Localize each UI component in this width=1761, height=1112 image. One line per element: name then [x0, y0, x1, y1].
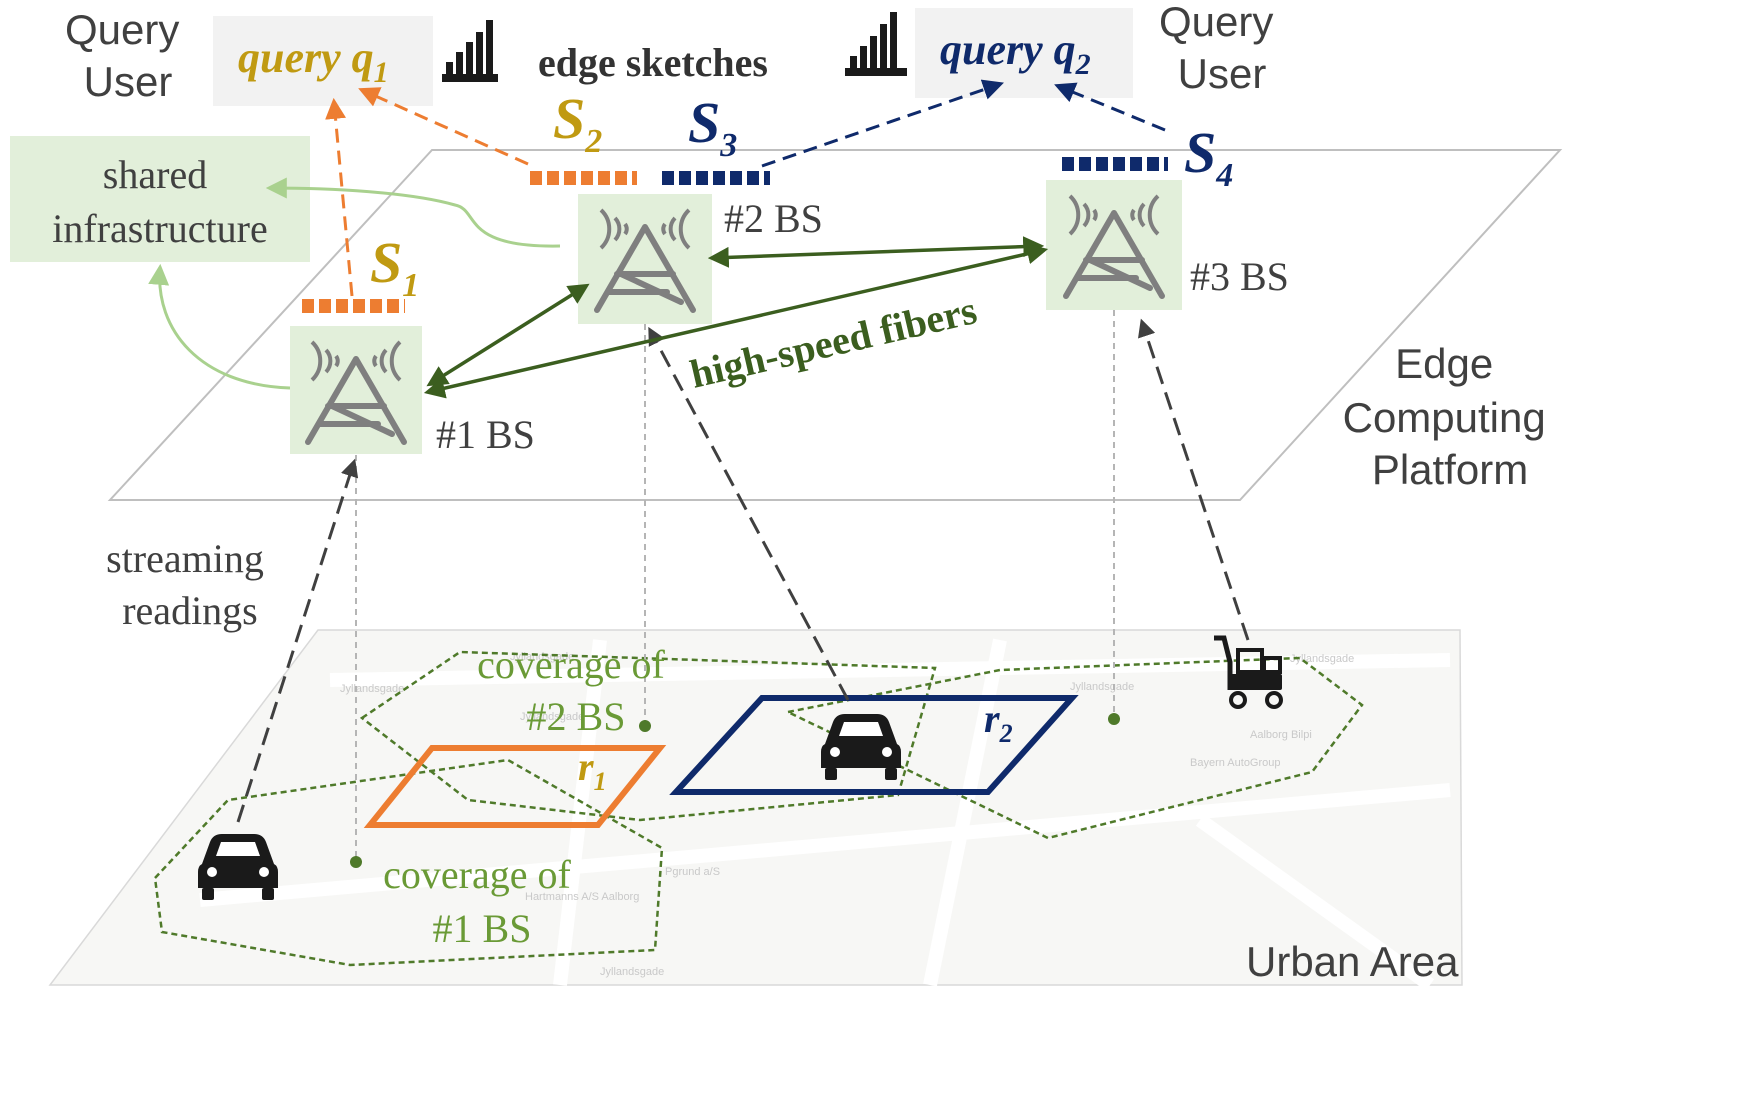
- svg-text:Query User: Query User: [1159, 0, 1285, 97]
- map-street-label: Bayern AutoGroup: [1190, 757, 1281, 769]
- coverage-area-bs3: [784, 656, 1364, 840]
- svg-text:shared infrastructure: shared infrastructure: [52, 152, 267, 251]
- svg-text:coverage of #1 BS: coverage of #1 BS: [383, 852, 581, 951]
- bs1-label: #1 BS: [436, 412, 535, 457]
- shared-infrastructure-label: shared: [103, 152, 207, 197]
- svg-text:coverage of #2 BS: coverage of #2 BS: [477, 642, 675, 739]
- svg-text:Edge Computing Platfor: Edge Computing Platform: [1343, 340, 1558, 493]
- bs2-location-dot: [639, 720, 651, 732]
- map-street-label: Hartmanns A/S Aalborg: [525, 891, 639, 903]
- base-station-2: [578, 194, 712, 324]
- svg-text:streaming readings: streaming readings: [106, 536, 274, 633]
- base-station-1: [290, 326, 422, 454]
- svg-text:Query User: Query User: [65, 6, 191, 105]
- sketch-s3-label: S3: [688, 90, 737, 164]
- coverage-area-bs1: [153, 758, 664, 967]
- bs2-label: #2 BS: [724, 196, 823, 241]
- query-region-r2: [669, 695, 1079, 795]
- base-station-3: [1046, 180, 1182, 310]
- streaming-arrows: [236, 318, 1250, 823]
- map-street-label: Jyllandsgade: [600, 966, 664, 978]
- bs3-label: #3 BS: [1190, 254, 1289, 299]
- query-q2-label: query q2: [940, 25, 1091, 81]
- query-user-left-label: Query: [65, 6, 179, 53]
- shared-infrastructure-label: infrastructure: [52, 206, 267, 251]
- query-q1-label: query q1: [238, 33, 389, 89]
- region-r1-label: r1: [578, 744, 607, 796]
- query-user-right-label: Query: [1159, 0, 1273, 45]
- query-region-r1: [363, 745, 667, 828]
- streaming-readings-label: streaming: [106, 536, 264, 581]
- map-street-label: Pgrund a/S: [665, 866, 720, 878]
- map-street-label: Jyllandsgade: [340, 683, 404, 695]
- streaming-readings-label: readings: [122, 588, 258, 633]
- query-user-right-label: User: [1178, 50, 1267, 97]
- edge-sketches-label: edge sketches: [538, 40, 768, 85]
- high-speed-fiber-links: [423, 236, 1049, 399]
- query-user-left-label: User: [84, 58, 173, 105]
- map-street-label: Jyllandsgade: [1070, 681, 1134, 693]
- bs3-location-dot: [1108, 713, 1120, 725]
- query-q1-box: [213, 16, 433, 106]
- bs1-location-dot: [350, 856, 362, 868]
- coverage-bs1-label: #1 BS: [433, 906, 532, 951]
- signal-bars-icon: [845, 12, 907, 76]
- urban-area-label: Urban Area: [1246, 938, 1459, 985]
- q2-query-arrows: [761, 79, 1166, 168]
- cart-icon: [1214, 635, 1283, 709]
- bs2-to-infrastructure-arrow: [265, 177, 561, 248]
- coverage-bs2-label: coverage of: [477, 642, 665, 687]
- coverage-bs2-label: #2 BS: [527, 694, 626, 739]
- map-street-label: Jyllandsgade: [520, 711, 584, 723]
- shared-infrastructure-box: [10, 136, 310, 262]
- edge-platform-label: Computing: [1343, 394, 1546, 441]
- sketch-s1-label: S1: [370, 230, 419, 304]
- edge-platform-label: Edge: [1395, 340, 1493, 387]
- map-street-label: Aalborg Bilpi: [1250, 729, 1312, 741]
- signal-bars-icon: [442, 20, 498, 82]
- edge-platform-label: Platform: [1372, 446, 1528, 493]
- coverage-bs1-label: coverage of: [383, 852, 571, 897]
- sketch-s4-label: S4: [1184, 120, 1233, 194]
- q1-query-arrows: [325, 87, 529, 297]
- bs1-to-infrastructure-arrow: [148, 263, 291, 390]
- sketch-s2-label: S2: [553, 86, 602, 160]
- region-r2-label: r2: [984, 696, 1013, 748]
- query-q2-box: [915, 8, 1133, 98]
